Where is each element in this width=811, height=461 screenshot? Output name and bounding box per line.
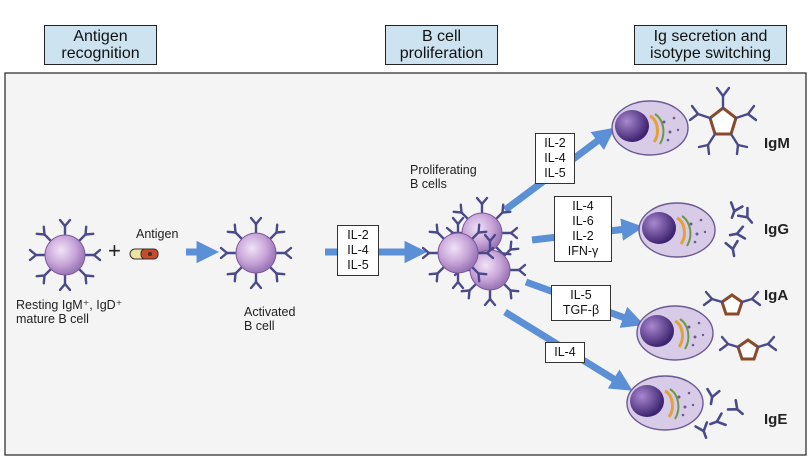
resting-cell-label: Resting IgM⁺, IgD⁺ mature B cell: [16, 298, 123, 326]
isotype-label-igm: IgM: [764, 135, 790, 152]
cytokine-box-igm: IL-2 IL-4 IL-5: [535, 133, 575, 184]
plasma-cell-igg: [637, 201, 717, 259]
plasma-cell-iga: [635, 304, 715, 362]
header-antigen-recognition: Antigen recognition: [44, 25, 157, 65]
proliferating-cells-label: Proliferating B cells: [410, 163, 477, 191]
igm-pentamer-icon: [688, 86, 758, 156]
activated-cell-label: Activated B cell: [244, 305, 296, 333]
header-b-cell-proliferation: B cell proliferation: [385, 25, 498, 65]
isotype-label-iga: IgA: [764, 287, 789, 304]
cytokine-box-igg: IL-4 IL-6 IL-2 IFN-γ: [554, 196, 612, 262]
plasma-cell-ige: [625, 374, 705, 432]
cytokine-box-activation: IL-2 IL-4 IL-5: [337, 225, 379, 276]
plus-sign: +: [108, 238, 121, 263]
antigen-label: Antigen: [136, 227, 179, 241]
iga-dimers-icon: [702, 290, 778, 361]
isotype-label-ige: IgE: [764, 411, 788, 428]
header-ig-secretion: Ig secretion and isotype switching: [634, 25, 787, 65]
cytokine-box-iga: IL-5 TGF-β: [551, 285, 611, 321]
isotype-label-igg: IgG: [764, 221, 789, 238]
plasma-cell-igm: [610, 99, 690, 157]
cytokine-box-ige: IL-4: [545, 342, 585, 363]
antigen-icon: [129, 248, 159, 260]
